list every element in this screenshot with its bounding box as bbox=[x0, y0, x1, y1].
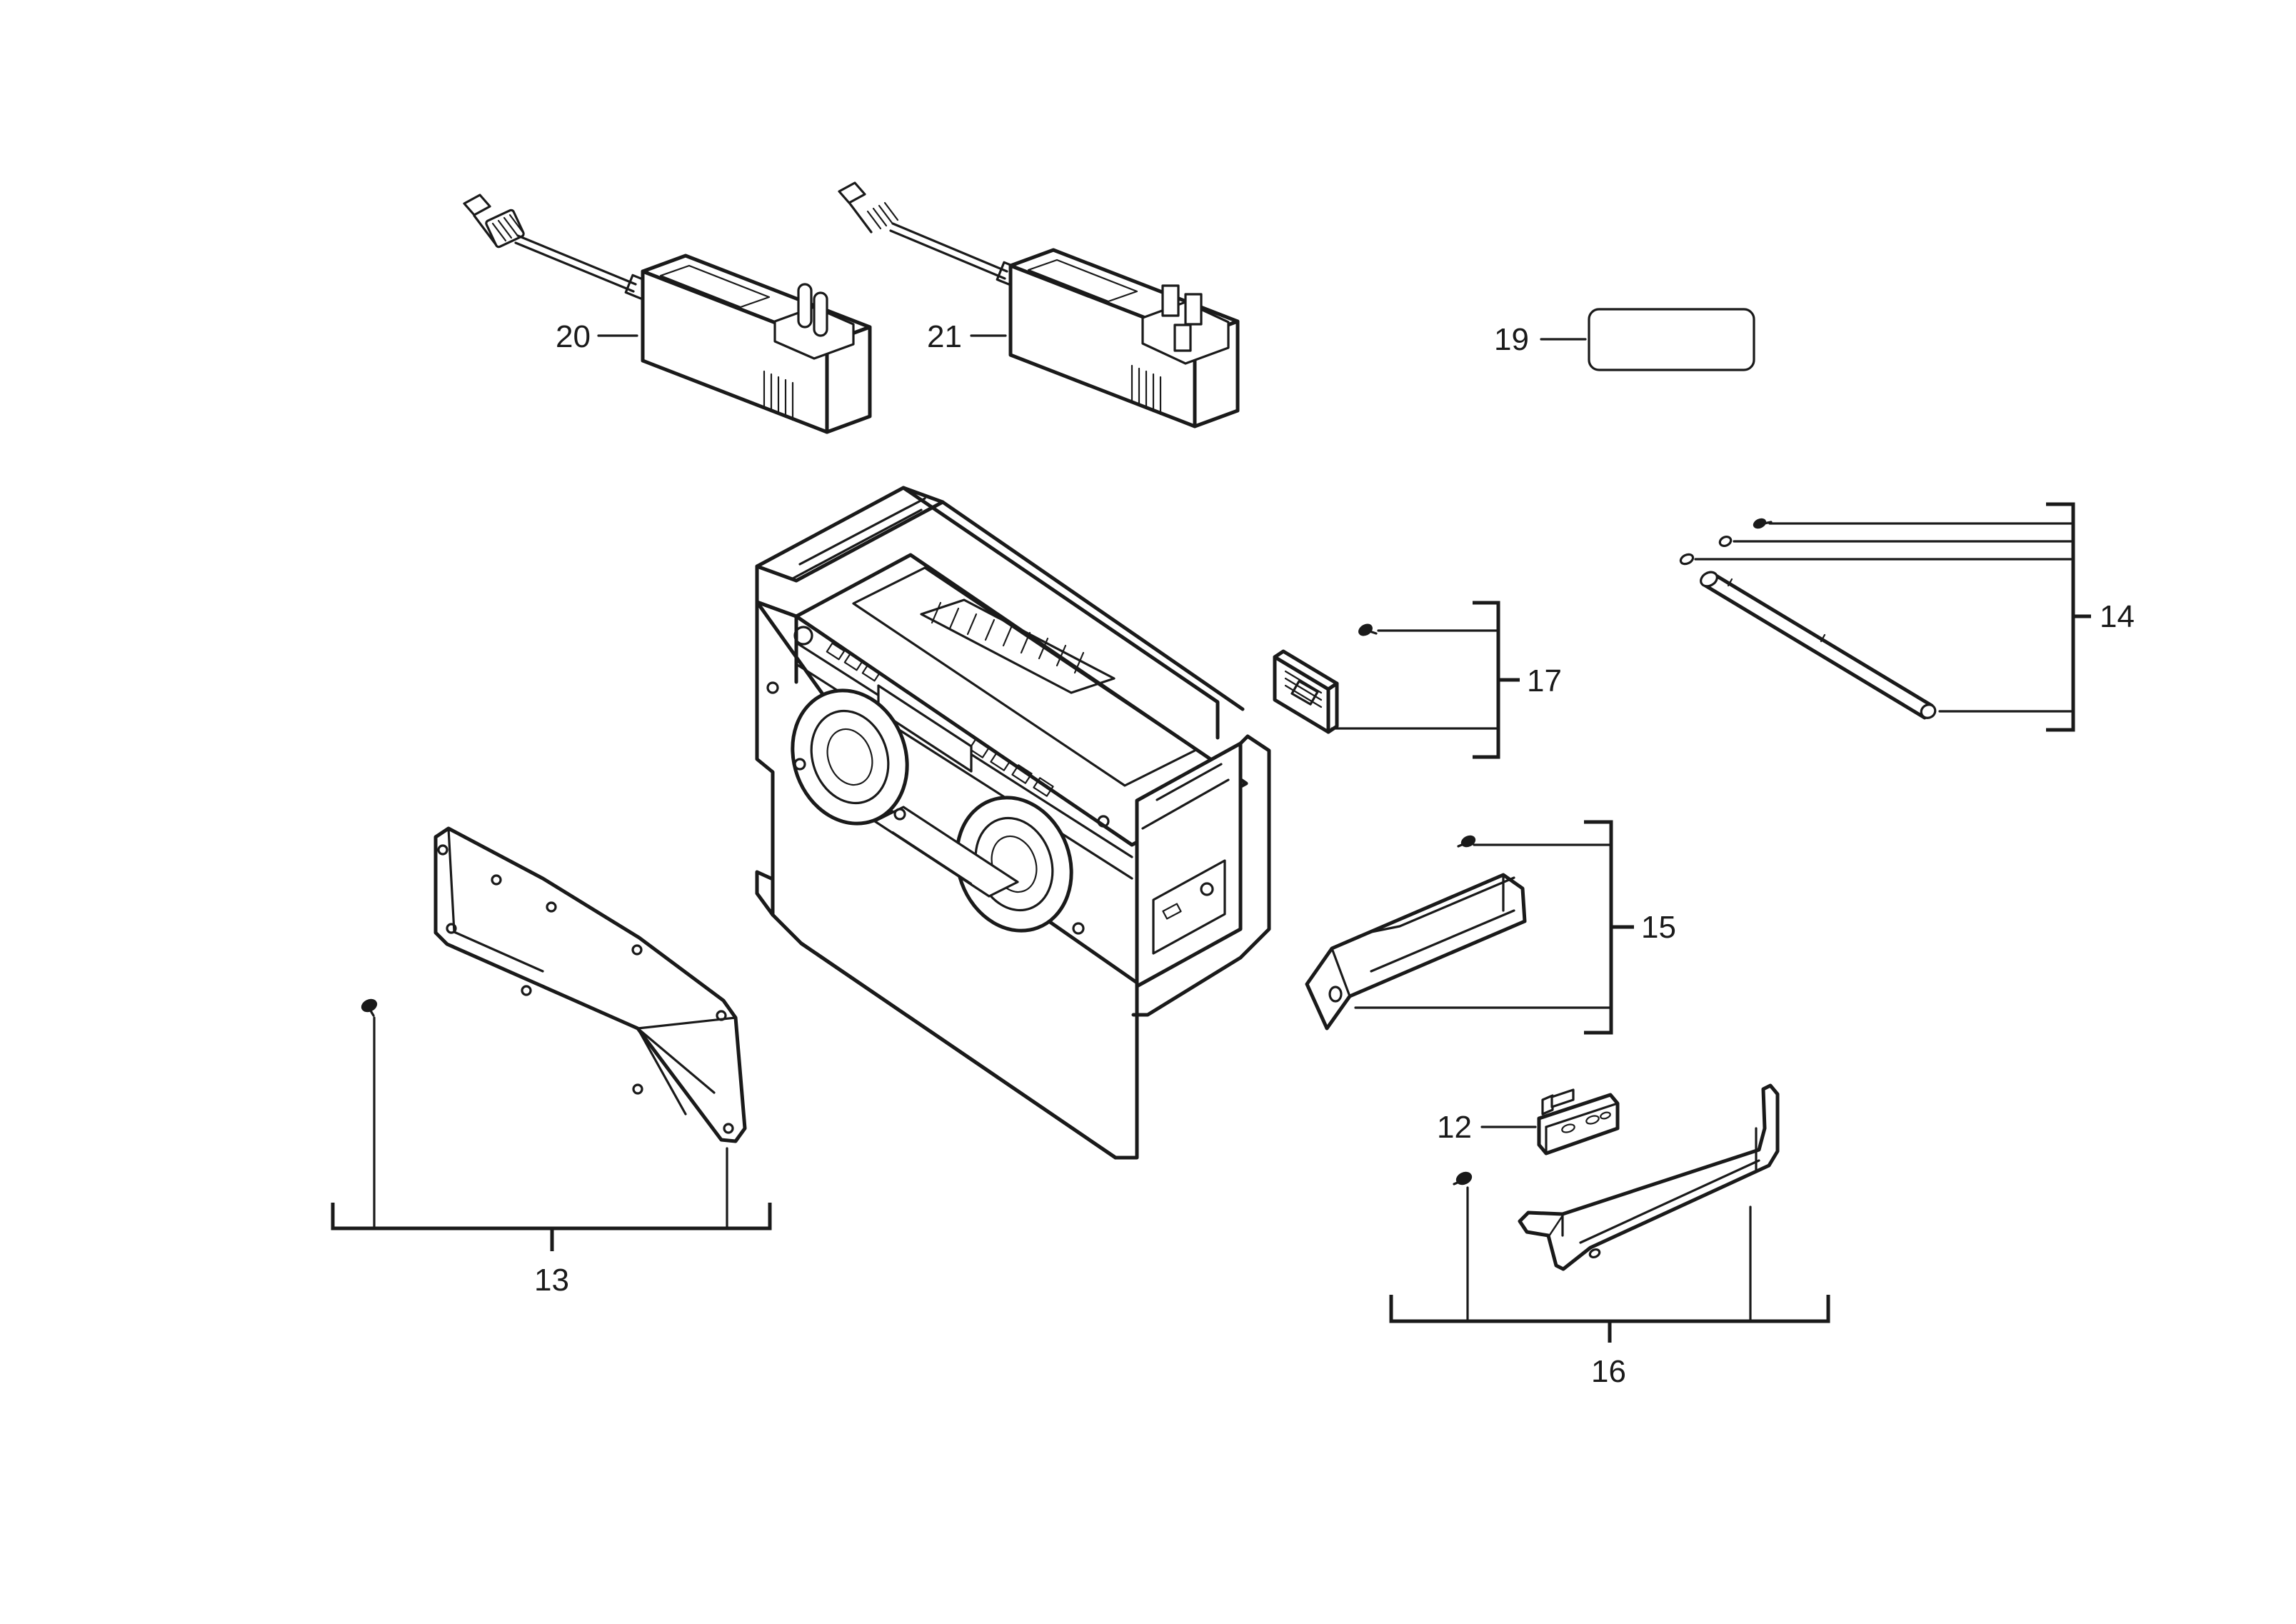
callout-label: 14 bbox=[2100, 599, 2135, 634]
side-panel-kit-icon bbox=[361, 826, 747, 1143]
power-adapter-eu-icon bbox=[463, 194, 872, 434]
callout-label: 21 bbox=[927, 319, 962, 354]
foot-bracket-kit-icon bbox=[1453, 1083, 1780, 1271]
antenna-kit-icon bbox=[1679, 518, 1937, 720]
callout-label: 15 bbox=[1641, 910, 1676, 945]
callout-label: 20 bbox=[556, 319, 591, 354]
handle-kit-icon bbox=[1305, 835, 1527, 1031]
jobsite-radio-icon bbox=[755, 486, 1271, 1160]
port-cover-icon bbox=[1537, 1088, 1620, 1156]
callout-label: 12 bbox=[1437, 1110, 1472, 1145]
callout-label: 19 bbox=[1494, 322, 1529, 357]
cover-plate-kit-icon bbox=[1273, 623, 1378, 734]
power-adapter-uk-icon bbox=[838, 181, 1240, 428]
callout-label: 17 bbox=[1527, 663, 1562, 698]
callout-label: 16 bbox=[1591, 1354, 1626, 1389]
label-plate-icon bbox=[1588, 308, 1755, 371]
callout-label: 13 bbox=[534, 1263, 569, 1298]
